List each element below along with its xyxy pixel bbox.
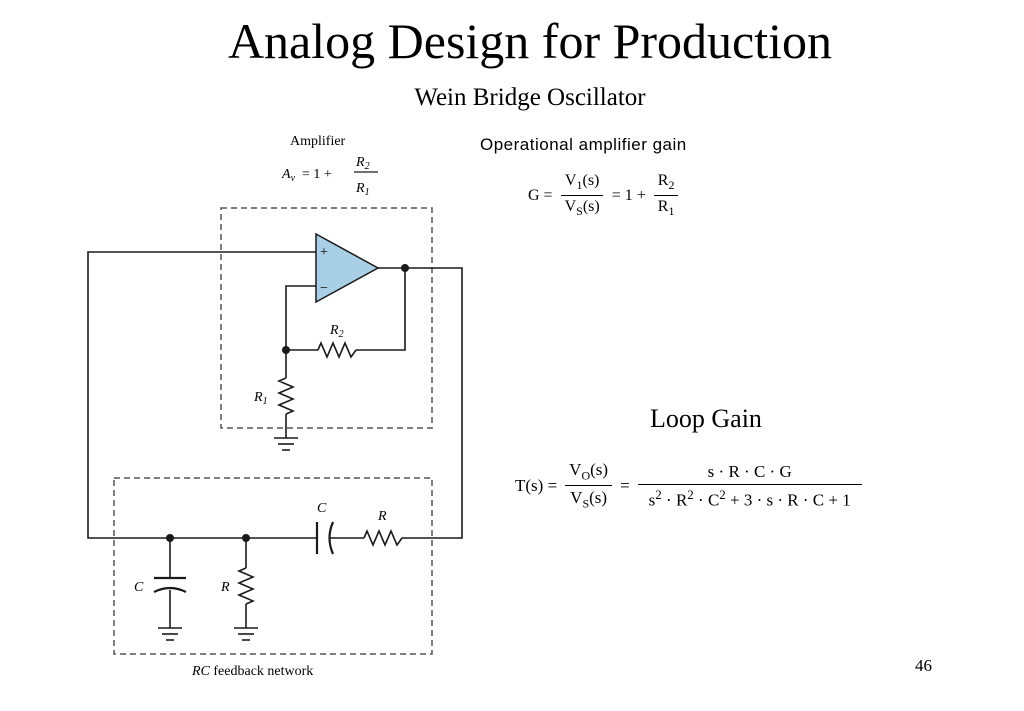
gain-lhs: G = — [528, 186, 553, 204]
amp-gain-num: R2 — [355, 155, 370, 172]
amp-gain-lhs: Av — [281, 167, 296, 184]
ground-symbol-r1 — [274, 437, 298, 451]
opamp-triangle — [315, 232, 380, 304]
page-subtitle: Wein Bridge Oscillator — [414, 84, 646, 111]
loop-voltage-ratio: VO(s) VS(s) — [565, 460, 613, 512]
opamp-plus-label: + — [320, 245, 328, 260]
resistor-r2 — [317, 340, 357, 360]
op-amp-gain-label: Operational amplifier gain — [480, 135, 687, 154]
node-shunt-c — [166, 534, 174, 542]
r2-feedback-wire-right — [356, 268, 406, 351]
page-title: Analog Design for Production — [227, 13, 833, 69]
gain-fraction: V1(s) VS(s) — [560, 172, 604, 219]
gain-mid: = 1 + — [611, 186, 646, 204]
resistor-r-series — [363, 528, 403, 548]
gain-resistor-ratio: R2 R1 — [653, 172, 679, 219]
ground-symbol-shunt-c — [158, 627, 182, 641]
r1-label: R1 — [253, 390, 268, 407]
ground-symbol-shunt-r — [234, 627, 258, 641]
op-amp-gain-equation: G = V1(s) VS(s) = 1 + R2 R1 — [528, 172, 679, 219]
minus-input-wire — [285, 285, 316, 350]
r2-label: R2 — [329, 323, 344, 340]
loop-transfer-function: s · R · C · G s2 · R2 · C2 + 3 · s · R ·… — [637, 462, 862, 511]
rc-network-dashed-box — [113, 477, 433, 655]
output-wire — [378, 267, 463, 539]
node-output — [401, 264, 409, 272]
page-number: 46 — [915, 656, 932, 675]
amp-gain-den: R1 — [355, 181, 370, 198]
r-series-label: R — [377, 509, 387, 524]
plus-input-wire — [87, 251, 316, 539]
loop-gain-label: Loop Gain — [650, 404, 762, 433]
resistor-r-shunt — [236, 567, 256, 605]
opamp-minus-label: − — [320, 281, 328, 296]
amplifier-caption: Amplifier — [290, 134, 346, 149]
r-shunt-label: R — [220, 580, 230, 595]
rc-network-caption: RC feedback network — [191, 664, 313, 679]
loop-gain-equation: T(s) = VO(s) VS(s) = s · R · C · G s2 · … — [515, 460, 862, 512]
resistor-r1 — [276, 377, 296, 415]
capacitor-c-series-plate-right — [328, 521, 335, 555]
loop-equals: = — [620, 475, 630, 495]
circuit-wires — [87, 251, 463, 628]
capacitor-c-shunt-plate-bottom — [153, 586, 187, 593]
c-shunt-label: C — [134, 580, 144, 595]
loop-lhs: T(s) = — [515, 475, 558, 495]
c-series-label: C — [317, 501, 327, 516]
node-r1-r2 — [282, 346, 290, 354]
node-shunt-r — [242, 534, 250, 542]
amplifier-dashed-box — [220, 207, 433, 429]
amp-gain-mid: = 1 + — [302, 167, 332, 182]
